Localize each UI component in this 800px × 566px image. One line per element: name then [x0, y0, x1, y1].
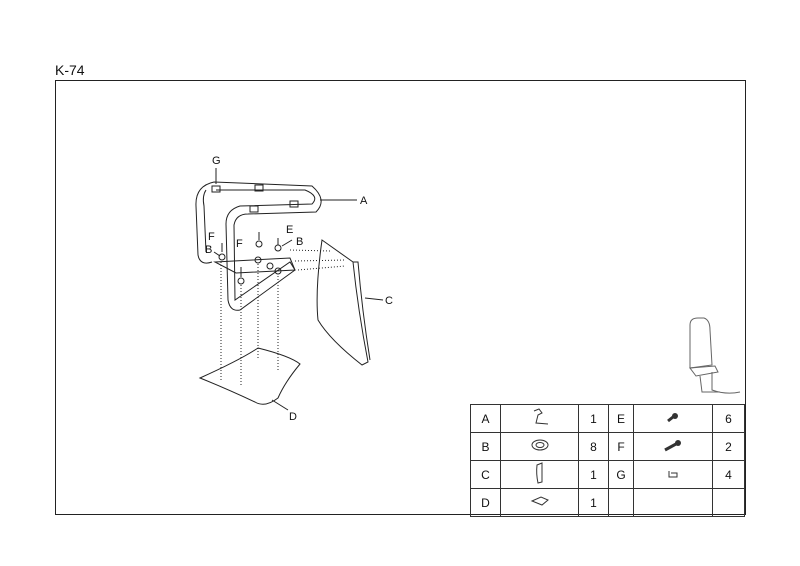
- label-b-left: B: [205, 244, 212, 256]
- model-title: K-74: [55, 62, 85, 78]
- part-qty: 4: [712, 460, 745, 489]
- parts-table: A 1 E 6 B 8 F 2 C 1 G 4 D 1: [470, 404, 745, 517]
- empty-cell: [633, 488, 713, 517]
- label-b-right: B: [296, 236, 303, 248]
- part-qty: 1: [578, 404, 609, 433]
- table-row: A 1 E 6: [470, 404, 745, 433]
- part-qty: 1: [578, 488, 609, 517]
- cap-icon: [633, 460, 713, 489]
- label-e: E: [286, 224, 293, 236]
- part-qty: 2: [712, 432, 745, 461]
- label-c: C: [385, 295, 393, 307]
- guide-lines: [220, 249, 346, 386]
- part-letter: A: [470, 404, 501, 433]
- leader-lines: [213, 168, 384, 411]
- table-row: B 8 F 2: [470, 432, 745, 461]
- washer-icon: [500, 432, 579, 461]
- label-f-mid: F: [236, 238, 243, 250]
- part-qty: 8: [578, 432, 609, 461]
- empty-cell: [608, 488, 634, 517]
- part-letter: D: [470, 488, 501, 517]
- label-f-left: F: [208, 231, 215, 243]
- label-g: G: [212, 155, 221, 167]
- part-qty: 6: [712, 404, 745, 433]
- part-letter: B: [470, 432, 501, 461]
- diagram-frame: [55, 80, 746, 515]
- label-d: D: [289, 411, 297, 423]
- part-letter: G: [608, 460, 634, 489]
- fasteners: [218, 232, 282, 285]
- backrest-part-c: [316, 239, 371, 366]
- short-bolt-icon: [633, 404, 713, 433]
- part-letter: C: [470, 460, 501, 489]
- empty-cell: [712, 488, 745, 517]
- long-bolt-icon: [633, 432, 713, 461]
- backrest-icon: [500, 460, 579, 489]
- table-row: C 1 G 4: [470, 460, 745, 489]
- label-a: A: [360, 195, 368, 207]
- part-letter: F: [608, 432, 634, 461]
- frame-icon: [500, 404, 579, 433]
- seat-part-d: [198, 347, 301, 405]
- chair-thumbnail: [689, 317, 741, 394]
- table-row: D 1: [470, 488, 745, 517]
- part-qty: 1: [578, 460, 609, 489]
- part-letter: E: [608, 404, 634, 433]
- seat-icon: [500, 488, 579, 517]
- frame-part-a: [195, 181, 322, 311]
